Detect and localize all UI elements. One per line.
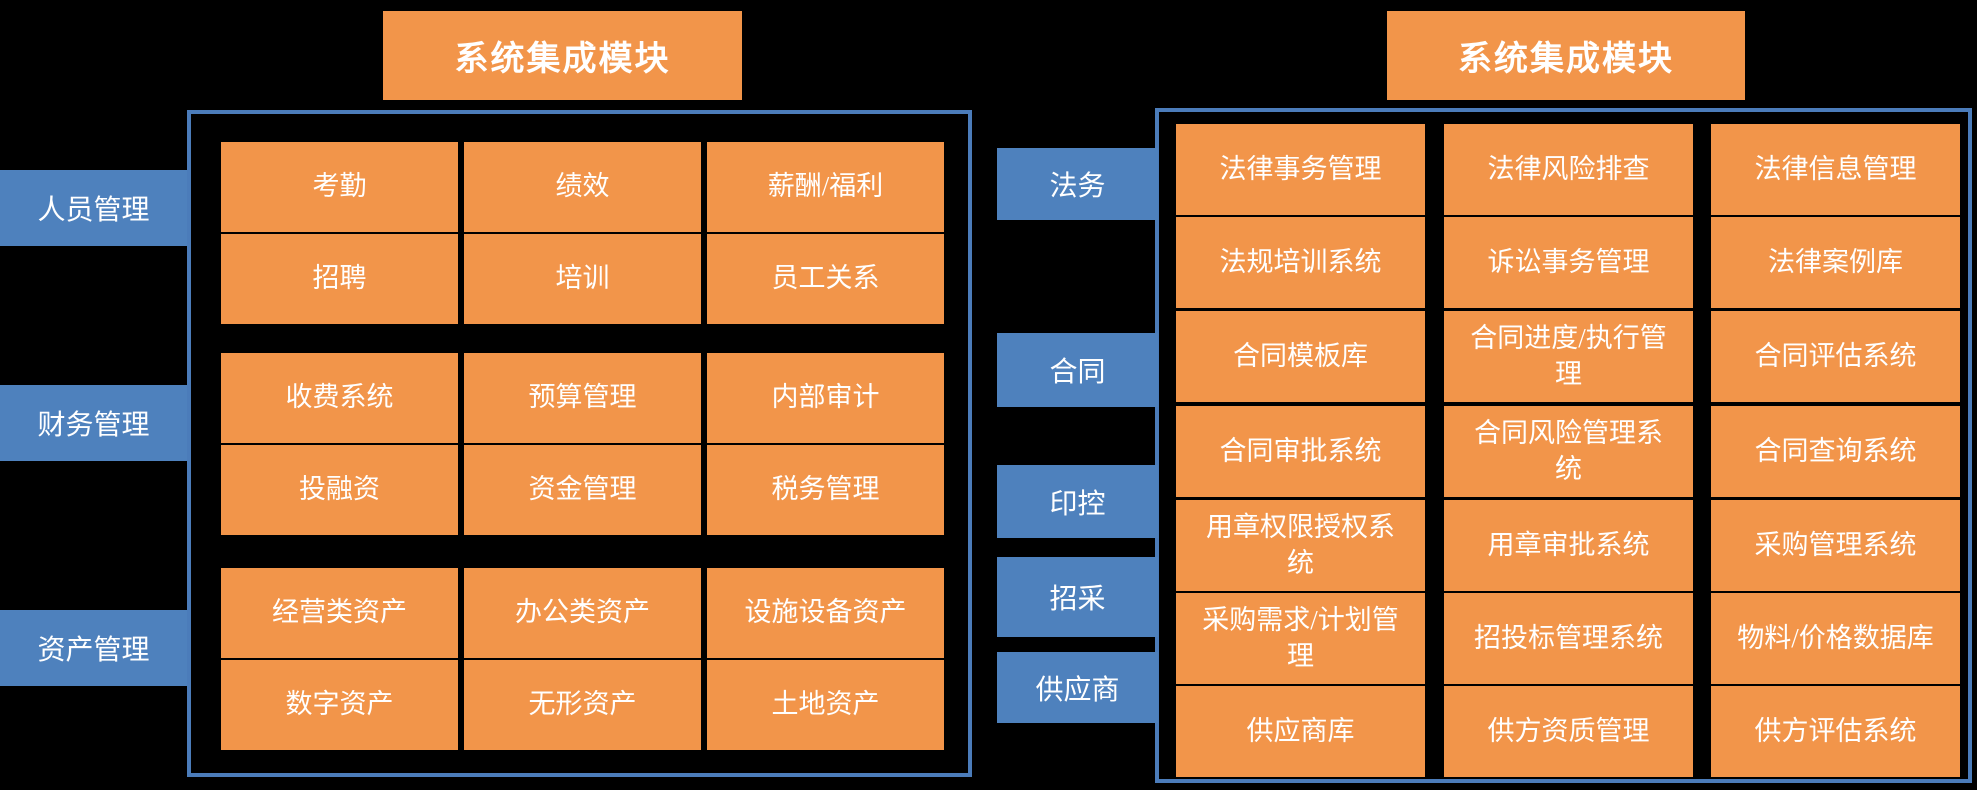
module-box: 无形资产 [464, 660, 701, 750]
category-label-contract: 合同 [997, 333, 1158, 407]
module-box: 收费系统 [221, 353, 458, 443]
module-box: 供方评估系统 [1711, 686, 1960, 777]
module-box: 土地资产 [707, 660, 944, 750]
module-box: 设施设备资产 [707, 568, 944, 658]
module-box: 考勤 [221, 142, 458, 232]
module-box: 招投标管理系统 [1444, 593, 1693, 684]
right-panel-title: 系统集成模块 [1387, 11, 1745, 100]
module-box: 招聘 [221, 234, 458, 324]
left-panel-title: 系统集成模块 [383, 11, 742, 100]
module-box: 税务管理 [707, 445, 944, 535]
category-label-procurement: 招采 [997, 557, 1158, 637]
module-box: 法律事务管理 [1176, 124, 1425, 215]
module-box: 经营类资产 [221, 568, 458, 658]
right-panel-frame [1155, 108, 1972, 783]
module-box: 内部审计 [707, 353, 944, 443]
module-box: 供应商库 [1176, 686, 1425, 777]
category-label-seal: 印控 [997, 465, 1158, 538]
module-box: 采购管理系统 [1711, 500, 1960, 591]
module-box: 法规培训系统 [1176, 217, 1425, 308]
module-box: 诉讼事务管理 [1444, 217, 1693, 308]
module-box: 用章权限授权系统 [1176, 500, 1425, 591]
module-box: 法律风险排查 [1444, 124, 1693, 215]
module-box: 预算管理 [464, 353, 701, 443]
module-box: 物料/价格数据库 [1711, 593, 1960, 684]
module-box: 资金管理 [464, 445, 701, 535]
module-box: 合同评估系统 [1711, 311, 1960, 402]
category-label-legal: 法务 [997, 148, 1158, 220]
left-panel-frame [187, 110, 972, 777]
module-box: 合同模板库 [1176, 311, 1425, 402]
module-box: 数字资产 [221, 660, 458, 750]
category-label-assets: 资产管理 [0, 610, 187, 686]
module-box: 法律信息管理 [1711, 124, 1960, 215]
category-label-personnel: 人员管理 [0, 170, 187, 246]
module-box: 员工关系 [707, 234, 944, 324]
module-box: 投融资 [221, 445, 458, 535]
module-box: 采购需求/计划管理 [1176, 593, 1425, 684]
module-box: 薪酬/福利 [707, 142, 944, 232]
module-box: 办公类资产 [464, 568, 701, 658]
module-box: 合同审批系统 [1176, 406, 1425, 497]
module-box: 法律案例库 [1711, 217, 1960, 308]
module-box: 供方资质管理 [1444, 686, 1693, 777]
module-box: 用章审批系统 [1444, 500, 1693, 591]
category-label-finance: 财务管理 [0, 385, 187, 461]
module-box: 合同进度/执行管理 [1444, 311, 1693, 402]
module-box: 绩效 [464, 142, 701, 232]
module-box: 合同风险管理系统 [1444, 406, 1693, 497]
category-label-supplier: 供应商 [997, 652, 1158, 723]
module-box: 合同查询系统 [1711, 406, 1960, 497]
module-box: 培训 [464, 234, 701, 324]
